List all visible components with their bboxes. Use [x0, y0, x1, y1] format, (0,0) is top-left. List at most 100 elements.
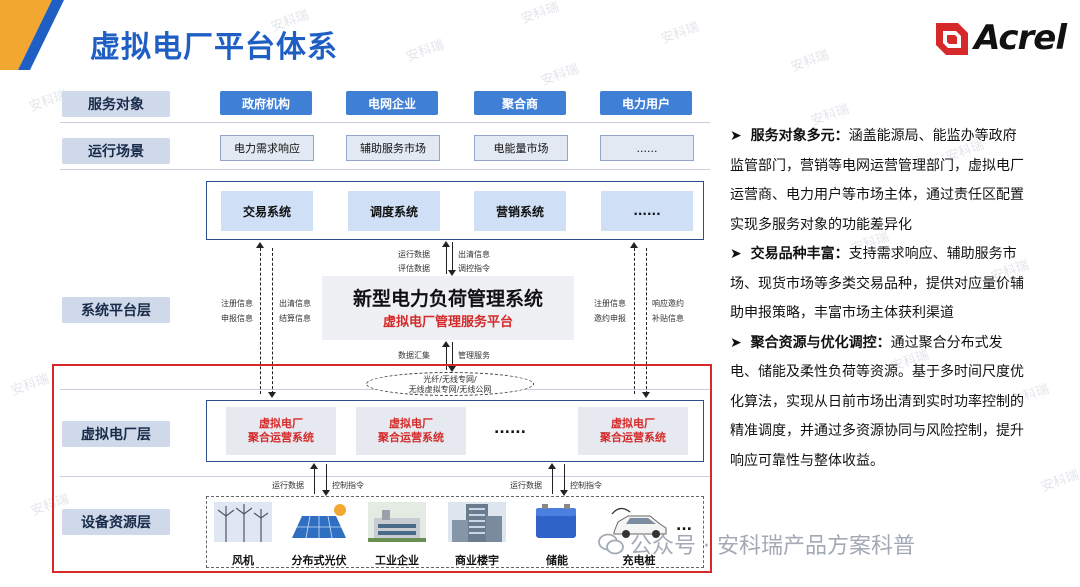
label-clear-info-2: 出清信息 [279, 299, 311, 308]
arrow-up-icon [256, 242, 264, 248]
description-item: ➤ 服务对象多元：涵盖能源局、能监办等政府监管部门，营销等电网运营管理部门，虚拟… [730, 122, 1030, 240]
label-settle-info: 结算信息 [279, 314, 311, 323]
device-label: 储能 [546, 554, 568, 567]
arrow-up-icon [442, 241, 450, 247]
label-eval-data: 评估数据 [398, 264, 430, 273]
wechat-watermark: 公众号 · 安科瑞产品方案科普 [598, 528, 915, 560]
label-run-data-left: 运行数据 [272, 481, 304, 490]
label-dispatch-cmd: 调控指令 [458, 264, 490, 273]
flow-line [446, 246, 447, 274]
system-more: ...... [601, 191, 693, 231]
scenario-energy-market: 电能量市场 [474, 135, 568, 161]
flow-line [452, 242, 453, 270]
vpp-aggregation-system: 虚拟电厂聚合运营系统 [578, 407, 688, 455]
label-clear-info: 出清信息 [458, 250, 490, 259]
flow-line [552, 468, 553, 494]
label-invite-report: 邀约申报 [594, 314, 626, 323]
bullet-arrow-icon: ➤ [730, 128, 742, 144]
service-object-aggregator: 聚合商 [474, 91, 566, 115]
flow-line [446, 346, 447, 370]
description-head: 聚合资源与优化调控： [750, 334, 891, 351]
flow-line [326, 464, 327, 490]
device-label: 商业楼宇 [455, 554, 499, 567]
arrow-down-icon [642, 392, 650, 398]
description-head: 交易品种丰富： [750, 246, 849, 262]
arrow-down-icon [448, 366, 456, 372]
description-body: 支持需求响应、辅助服务市场、现货市场等多类交易品种，提供对应量价辅助申报策略，丰… [730, 246, 1024, 321]
center-panel [322, 276, 574, 340]
description-item: ➤ 聚合资源与优化调控：通过聚合分布式发电、储能及柔性负荷等资源。基于多时间尺度… [730, 329, 1030, 477]
label-mgmt-service: 管理服务 [458, 351, 490, 360]
label-run-data-right: 运行数据 [510, 481, 542, 490]
description-body: 涵盖能源局、能监办等政府监管部门，营销等电网运营管理部门，虚拟电厂运营商、电力用… [730, 128, 1024, 233]
arrow-up-icon [630, 242, 638, 248]
device-industrial: 工业企业 [364, 502, 430, 568]
watermark: 安科瑞 [539, 61, 582, 90]
row-label-service-objects: 服务对象 [62, 91, 170, 117]
wechat-text: 公众号 · 安科瑞产品方案科普 [630, 534, 915, 559]
scenario-more: ...... [600, 135, 694, 161]
flow-line [314, 468, 315, 494]
row-label-platform-layer: 系统平台层 [62, 297, 170, 323]
service-object-user: 电力用户 [600, 91, 692, 115]
scenario-ancillary-market: 辅助服务市场 [346, 135, 440, 161]
flow-line-dashed [634, 248, 635, 394]
vpp-device-highlight-frame [52, 364, 712, 573]
service-object-grid: 电网企业 [346, 91, 438, 115]
logo-text: Acrel [974, 18, 1067, 58]
vpp-system-line1: 虚拟电厂 [611, 417, 655, 431]
flow-line [452, 342, 453, 366]
network-oval: 光纤/无线专网/ 无线虚拟专网/无线公网 [366, 372, 534, 396]
label-data-gather: 数据汇集 [398, 351, 430, 360]
device-ev-charger: 充电桩 [606, 502, 672, 568]
flow-line-dashed [260, 248, 261, 394]
wind-turbine-icon [214, 502, 272, 542]
vpp-system-line2: 聚合运营系统 [248, 431, 314, 444]
center-sub-title: 虚拟电厂管理服务平台 [382, 315, 513, 330]
brand-logo: Acrel [936, 18, 1067, 58]
solar-panel-icon [292, 504, 346, 539]
flow-line-dashed [272, 248, 273, 394]
vpp-system-line2: 聚合运营系统 [378, 431, 444, 444]
arrow-down-icon [560, 490, 568, 496]
watermark: 安科瑞 [519, 0, 562, 28]
row-divider [60, 476, 710, 477]
arrow-down-icon [268, 392, 276, 398]
row-divider [60, 169, 710, 170]
network-line-2: 无线虚拟专网/无线公网 [408, 385, 492, 394]
label-ctrl-cmd-left: 控制指令 [332, 481, 364, 490]
description-item: ➤ 交易品种丰富：支持需求响应、辅助服务市场、现货市场等多类交易品种，提供对应量… [730, 240, 1030, 329]
device-wind: 风机 [210, 502, 276, 568]
center-main-title: 新型电力负荷管理系统 [352, 288, 543, 310]
device-label: 分布式光伏 [291, 554, 347, 567]
vpp-system-line1: 虚拟电厂 [259, 417, 303, 431]
device-label: 风机 [232, 554, 254, 567]
vpp-aggregation-system: 虚拟电厂聚合运营系统 [226, 407, 336, 455]
corner-decoration [0, 0, 64, 70]
scenario-demand-response: 电力需求响应 [220, 135, 314, 161]
description-panel: ➤ 服务对象多元：涵盖能源局、能监办等政府监管部门，营销等电网运营管理部门，虚拟… [730, 122, 1030, 476]
system-dispatch: 调度系统 [348, 191, 440, 231]
system-trading: 交易系统 [221, 191, 313, 231]
label-report-info: 申报信息 [221, 314, 253, 323]
arrow-down-icon [448, 270, 456, 276]
flow-line-dashed [646, 248, 647, 394]
battery-icon [536, 504, 576, 538]
factory-icon [368, 502, 426, 542]
label-run-data: 运行数据 [398, 250, 430, 259]
label-ctrl-cmd-right: 控制指令 [570, 481, 602, 490]
description-body: 通过聚合分布式发电、储能及柔性负荷等资源。基于多时间尺度优化算法，实现从日前市场… [730, 334, 1024, 469]
network-line-1: 光纤/无线专网/ [423, 375, 477, 384]
bullet-arrow-icon: ➤ [730, 246, 742, 262]
label-response-invite: 响应邀约 [652, 299, 684, 308]
row-label-device-layer: 设备资源层 [62, 509, 170, 535]
watermark: 安科瑞 [1039, 467, 1080, 496]
ev-car-icon [611, 507, 667, 538]
vpp-system-line2: 聚合运营系统 [600, 431, 666, 444]
flow-line [564, 464, 565, 490]
arrow-up-icon [310, 463, 318, 469]
wechat-icon [598, 533, 624, 555]
label-reg-info: 注册信息 [221, 299, 253, 308]
label-reg-info-right: 注册信息 [594, 299, 626, 308]
device-commercial: 商业楼宇 [444, 502, 510, 568]
